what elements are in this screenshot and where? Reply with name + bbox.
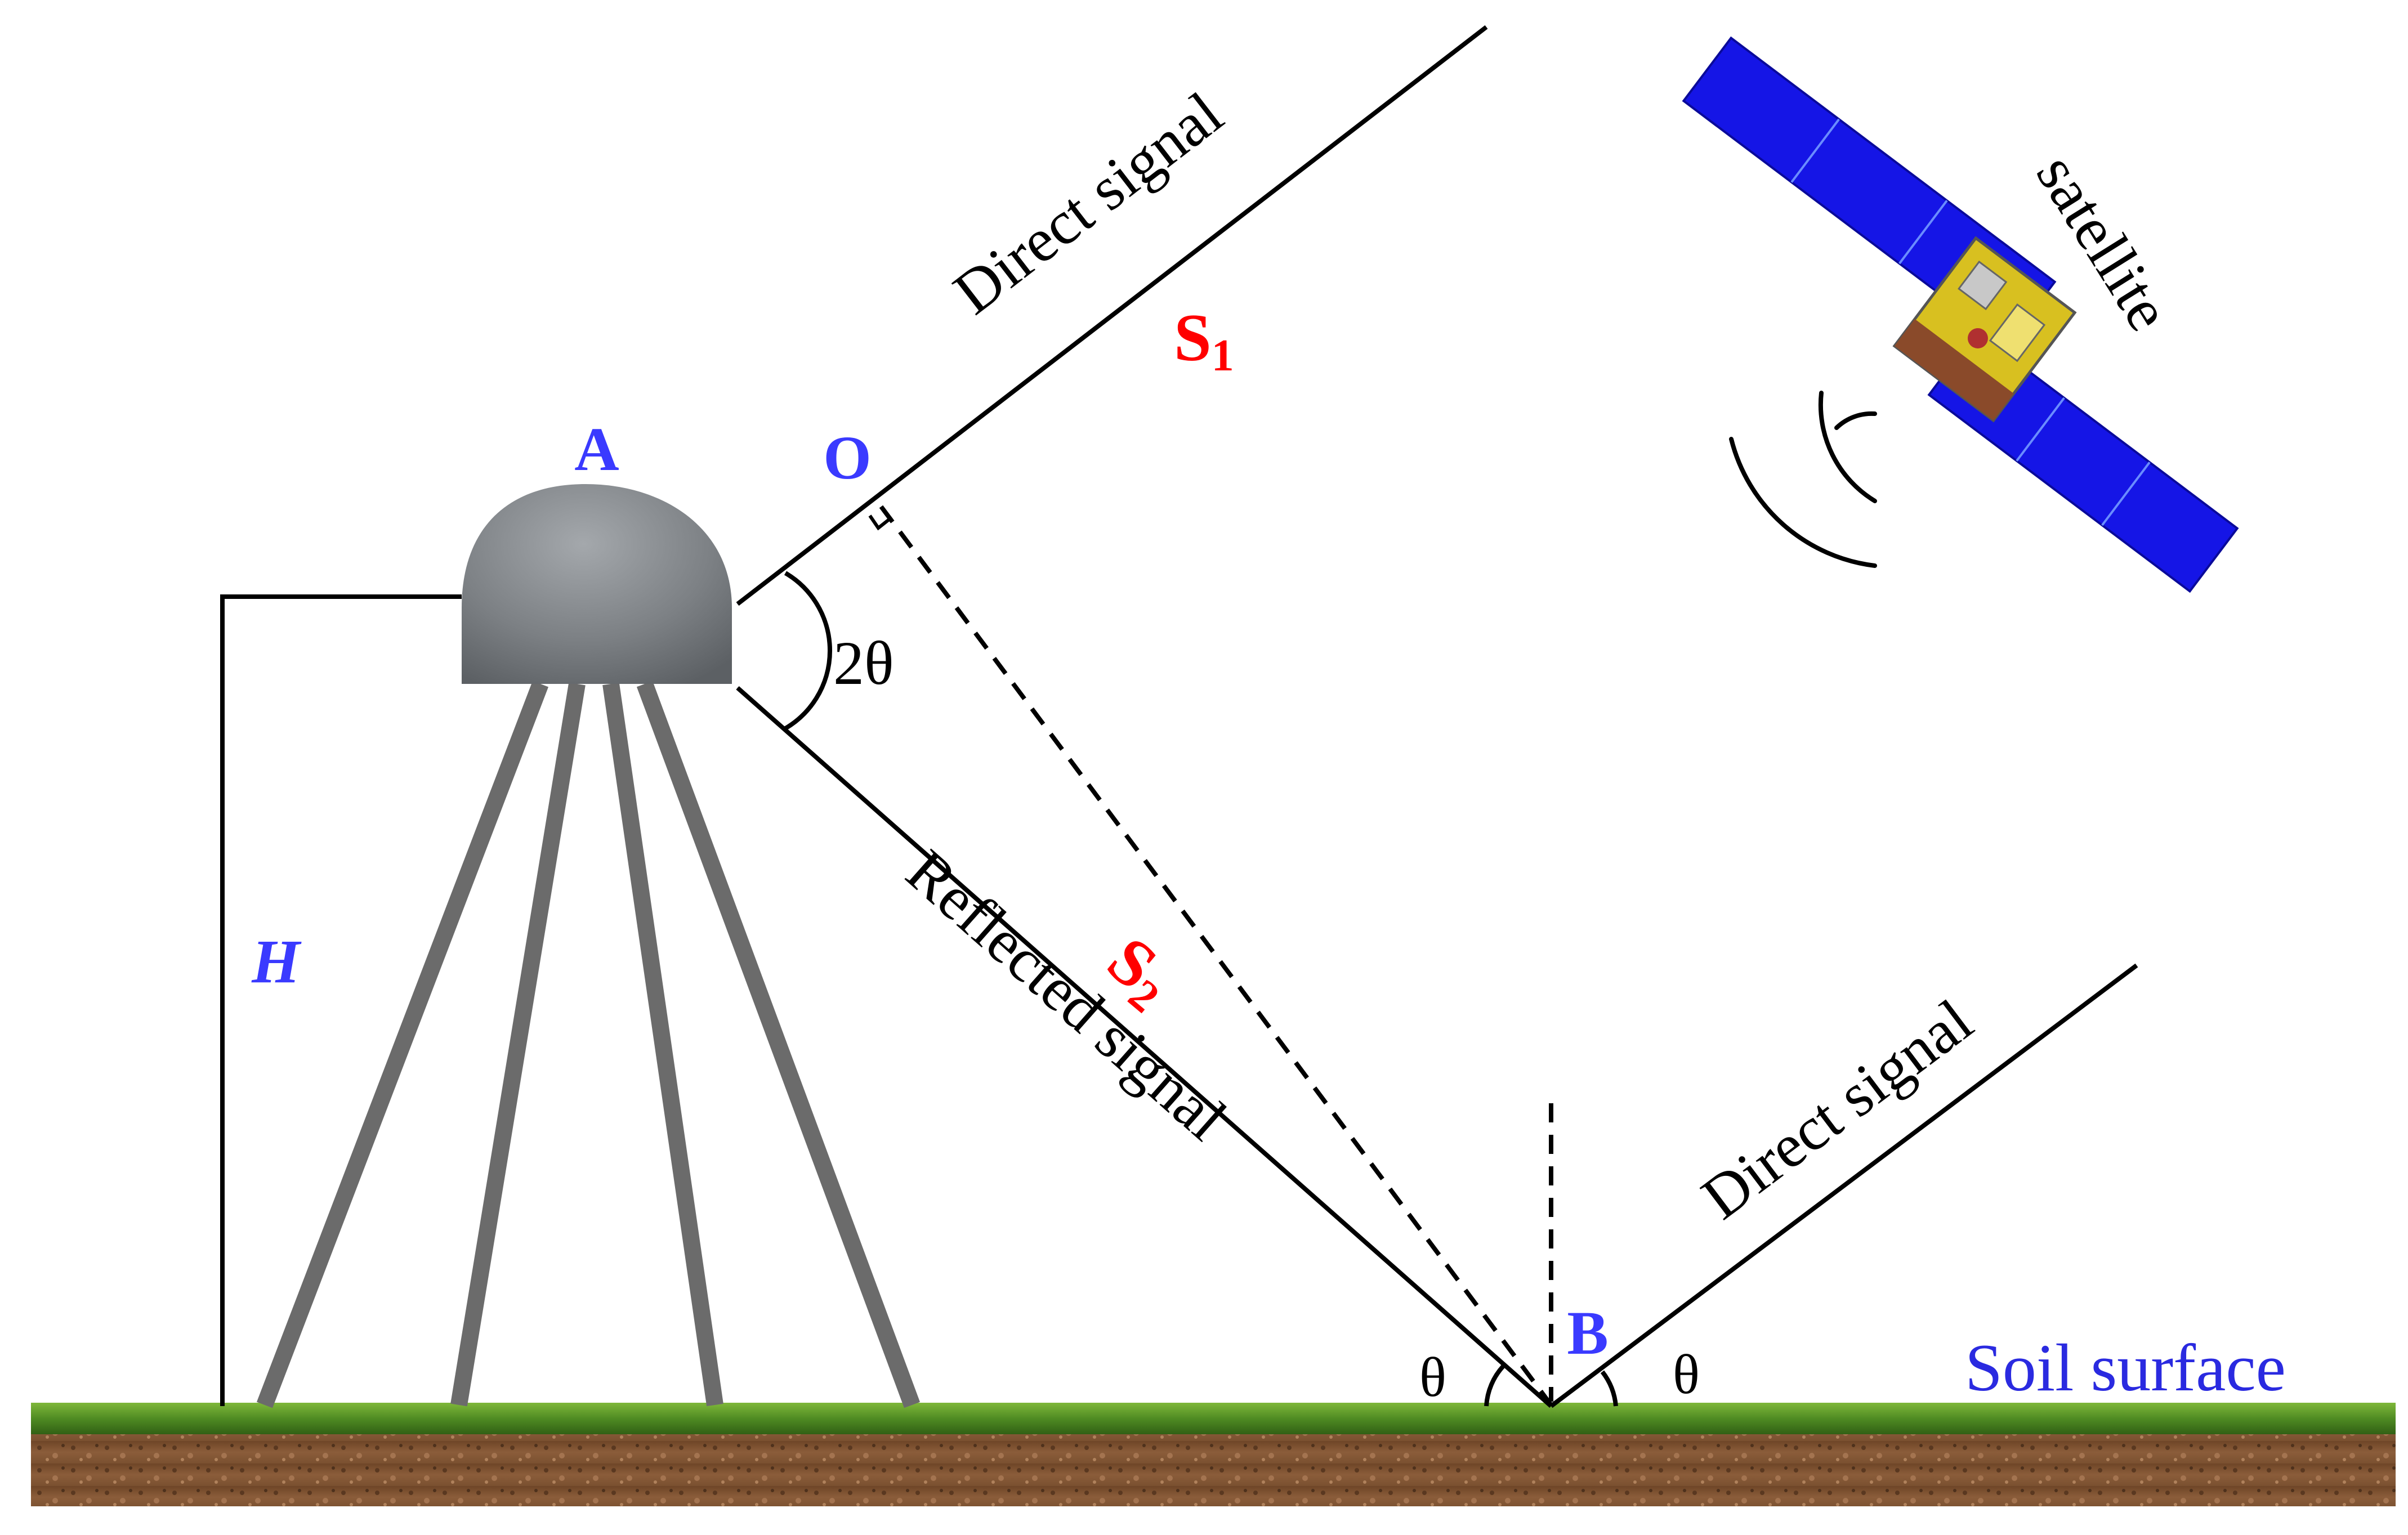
- signal-waves-icon: [1729, 391, 1877, 568]
- s1-subscript: 1: [1212, 331, 1234, 381]
- theta-left-arc: [1484, 1364, 1505, 1407]
- tripod-leg-4: [636, 681, 921, 1408]
- angle-2theta-label: 2θ: [833, 629, 894, 697]
- direct-signal-top-label: Direct signal: [941, 79, 1235, 327]
- tripod-leg-3: [602, 682, 723, 1407]
- direct-signal-bottom-line: [1549, 963, 2138, 1408]
- height-bracket: [220, 594, 462, 1406]
- tripod-leg-1: [256, 681, 549, 1408]
- ground: [31, 1403, 2396, 1506]
- tripod: [256, 681, 921, 1408]
- direct-signal-bottom-label: Direct signal: [1689, 986, 1985, 1233]
- angle-2theta-arc: [784, 571, 833, 731]
- point-a-label: A: [574, 415, 619, 484]
- signal-paths: [736, 25, 2138, 1408]
- satellite: [1682, 36, 2239, 593]
- antenna: [462, 484, 732, 684]
- s1-letter: S: [1174, 300, 1212, 375]
- satellite-body: [1892, 236, 2077, 423]
- grass-strip: [31, 1403, 2396, 1435]
- soil-strip: [31, 1434, 2396, 1506]
- point-b-label: B: [1567, 1299, 1608, 1367]
- theta-right-arc: [1600, 1370, 1618, 1407]
- direct-signal-top-line: [736, 25, 1488, 606]
- reflected-signal-line: [736, 686, 1553, 1408]
- antenna-dome: [462, 484, 732, 684]
- theta-right-label: θ: [1673, 1343, 1700, 1406]
- right-angle-marker: [868, 514, 893, 531]
- soil-surface-label: Soil surface: [1965, 1330, 2286, 1405]
- theta-left-label: θ: [1419, 1346, 1446, 1408]
- height-label: H: [251, 927, 302, 996]
- point-o-label: O: [823, 423, 872, 492]
- tripod-leg-2: [450, 682, 586, 1407]
- angle-arcs: [784, 571, 1618, 1407]
- s1-label: S1: [1174, 300, 1234, 381]
- reflected-signal-label: Reflected signal: [894, 836, 1240, 1153]
